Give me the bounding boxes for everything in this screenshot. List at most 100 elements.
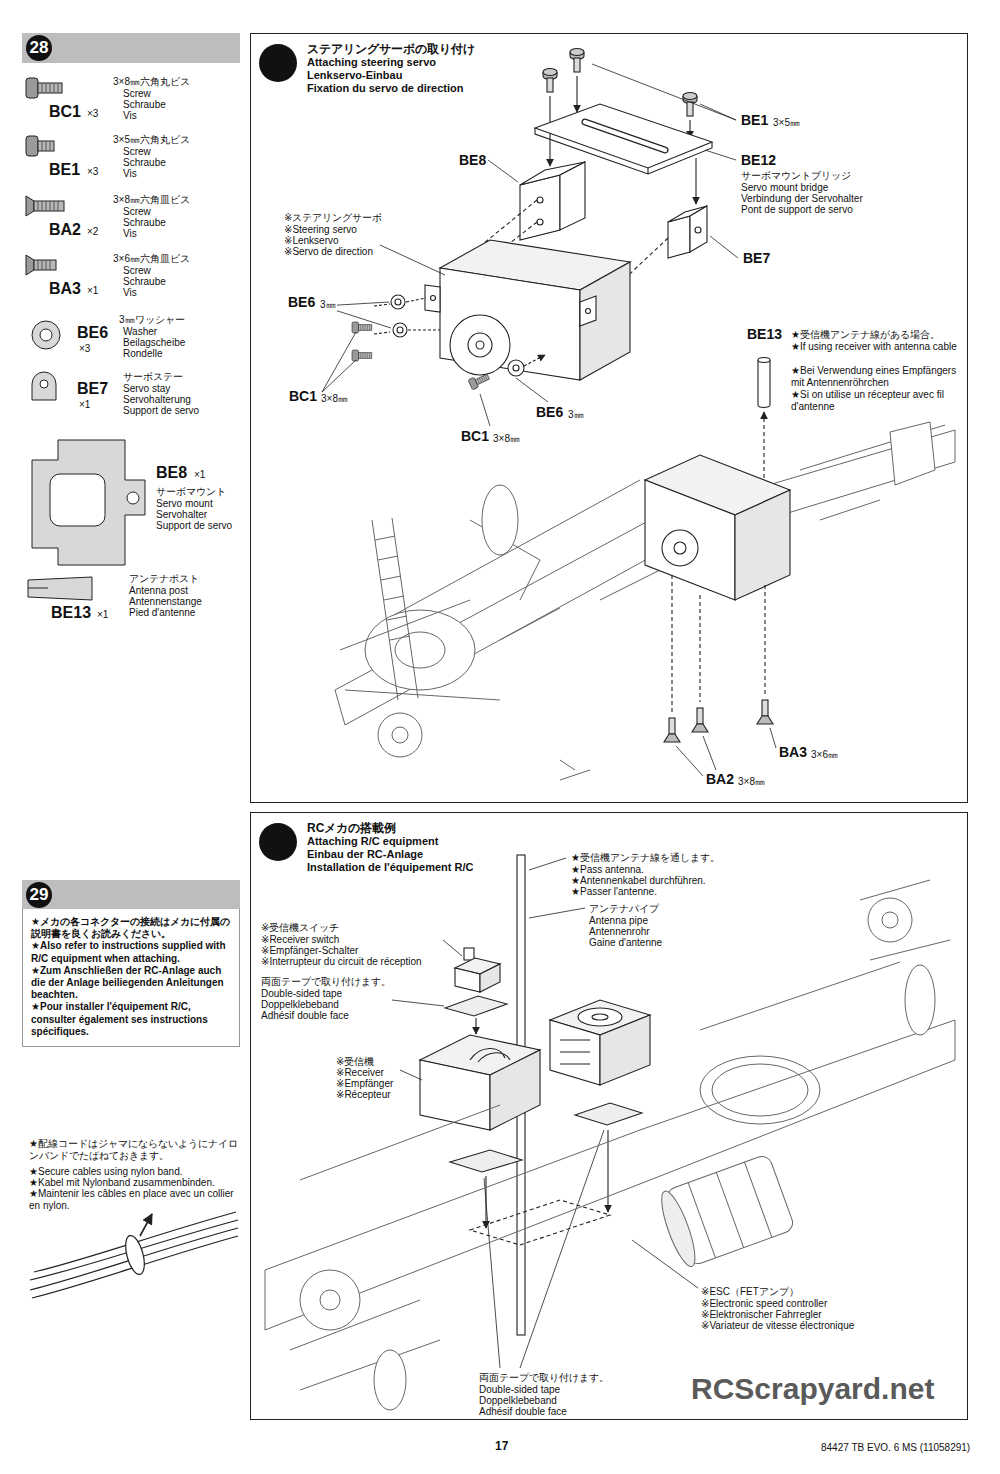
step-heading: Attaching steering servo: [307, 56, 475, 69]
servo-mount-illustration: [695, 158, 696, 204]
step-number: 28: [259, 44, 297, 82]
note-text: Schraube: [122, 276, 167, 288]
nylon-band-illustration: [30, 1220, 238, 1280]
label-slot: ※Receiver switch: [260, 934, 340, 946]
note-text: アンテナポスト: [128, 573, 200, 585]
note-text: 3×8㎜: [320, 393, 349, 405]
servo-mount-illustration: [393, 323, 407, 337]
servo-mount-illustration: [468, 333, 492, 357]
note-text: 3×5㎜六角丸ビス: [112, 134, 191, 146]
label-slot: 3×8㎜: [492, 433, 521, 445]
note-text: 3×8㎜六角丸ビス: [112, 76, 191, 88]
label-slot: Servo mount: [155, 498, 214, 510]
label-slot: Antennenstange: [128, 596, 203, 608]
label-slot: RCScrapyard.net: [690, 1372, 935, 1407]
label-slot: Support de servo: [155, 520, 233, 532]
note-text: 84427 TB EVO. 6 MS (11058291): [820, 1442, 971, 1454]
servo-mount-illustration: [520, 175, 560, 240]
label-slot: サーボマウントブリッジ: [740, 170, 852, 182]
step-heading: Fixation du servo de direction: [307, 82, 475, 95]
label-slot: Screw: [122, 265, 152, 277]
label-slot: Pied d'antenne: [128, 607, 196, 619]
note-text: ※Servo de direction: [283, 246, 374, 258]
label-slot: Screw: [122, 88, 152, 100]
servo-mount-illustration: [576, 76, 577, 112]
servo-mount-illustration: [322, 49, 738, 427]
installed-servo-illustration: [645, 480, 735, 600]
label-slot: Schraube: [122, 217, 167, 229]
label-slot: Servohalterung: [122, 394, 192, 406]
rc-equipment-illustration: [420, 1060, 490, 1130]
note-text: ※Receiver switch: [260, 934, 340, 946]
note-text: Screw: [122, 265, 152, 277]
note-text: ※Steering servo: [283, 224, 358, 236]
label-slot: ×1: [78, 399, 91, 411]
part-code: BE7: [742, 250, 771, 266]
label-slot: BA3: [48, 280, 82, 298]
note-text: ★Antennenkabel durchführen.: [570, 875, 707, 887]
label-slot: Screw: [122, 206, 152, 218]
step-heading: Attaching R/C equipment: [307, 835, 473, 848]
parts-icons: [32, 321, 60, 349]
note-text: ★受信機アンテナ線がある場合。: [790, 329, 941, 341]
label-slot: Screw: [122, 146, 152, 158]
parts-icons: [50, 474, 105, 526]
label-slot: ★Secure cables using nylon band.: [28, 1166, 184, 1178]
label-slot: BE6: [535, 404, 564, 420]
note-text: ★Also refer to instructions supplied wit…: [31, 940, 231, 964]
installed-servo-illustration: [674, 542, 686, 554]
label-slot: BA2: [705, 771, 735, 787]
label-slot: アンテナパイプ: [588, 903, 660, 915]
label-slot: ★If using receiver with antenna cable: [790, 341, 958, 353]
step-number-text: 28: [26, 35, 52, 61]
label-slot: BE8: [458, 152, 487, 168]
label-slot: Doppelklebeband: [260, 999, 340, 1011]
label-slot: Rondelle: [122, 348, 163, 360]
note-text: 3×6㎜: [810, 749, 839, 761]
label-slot: サーボステー: [122, 371, 184, 383]
note-text: ※Interrupteur du circuit de réception: [260, 956, 423, 968]
note-text: Gaine d'antenne: [588, 937, 663, 949]
label-slot: ※Variateur de vitesse électronique: [700, 1320, 855, 1332]
chassis-illustration: [300, 1270, 360, 1330]
step-number-text: 29: [26, 882, 52, 908]
label-slot: アンテナポスト: [128, 573, 200, 585]
servo-mount-illustration: [374, 304, 390, 334]
parts-icons: [32, 372, 56, 400]
note-text: ×3: [78, 343, 91, 355]
chassis-front-illustration: [560, 760, 590, 780]
label-slot: ×3: [78, 343, 91, 355]
note-text: ※受信機: [335, 1056, 375, 1068]
rc-equipment-illustration: [470, 1048, 510, 1062]
note-text: ※ESC（FETアンプ）: [700, 1286, 800, 1298]
chassis-illustration: [905, 965, 935, 1035]
note-text: ×1: [78, 399, 91, 411]
rc-equipment-illustration: [550, 1020, 600, 1085]
label-slot: BE6: [287, 294, 316, 310]
note-text: 3×8㎜: [737, 776, 766, 788]
servo-mount-illustration: [537, 197, 543, 203]
note-text: 両面テープで取り付けます。: [478, 1372, 610, 1384]
label-slot: ※Electronic speed controller: [700, 1298, 828, 1310]
chassis-front-illustration: [372, 518, 418, 700]
servo-mount-illustration: [668, 216, 690, 258]
servo-mount-illustration: [516, 378, 548, 402]
note-text: Antennenstange: [128, 596, 203, 608]
note-text: ※Empfänger: [335, 1078, 394, 1090]
note-text: 3㎜: [319, 299, 337, 311]
note-text: ※Récepteur: [335, 1089, 392, 1101]
label-slot: Vis: [122, 228, 138, 240]
servo-mount-illustration: [537, 219, 543, 225]
installed-servo-illustration: [763, 412, 764, 478]
chassis-illustration: [700, 1056, 820, 1124]
label-slot: サーボマウント: [155, 486, 227, 498]
chassis-front-illustration: [335, 430, 955, 725]
rc-equipment-illustration: [445, 996, 507, 1016]
step-heading: ステアリングサーボの取り付け: [307, 42, 475, 56]
note-text: ★Kabel mit Nylonband zusammenbinden.: [28, 1177, 216, 1189]
parts-icons: [40, 329, 52, 341]
label-slot: ×1: [96, 609, 109, 621]
label-slot: 3×6㎜六角皿ビス: [112, 253, 191, 265]
servo-mount-illustration: [352, 350, 372, 361]
chassis-front-illustration: [365, 610, 475, 690]
